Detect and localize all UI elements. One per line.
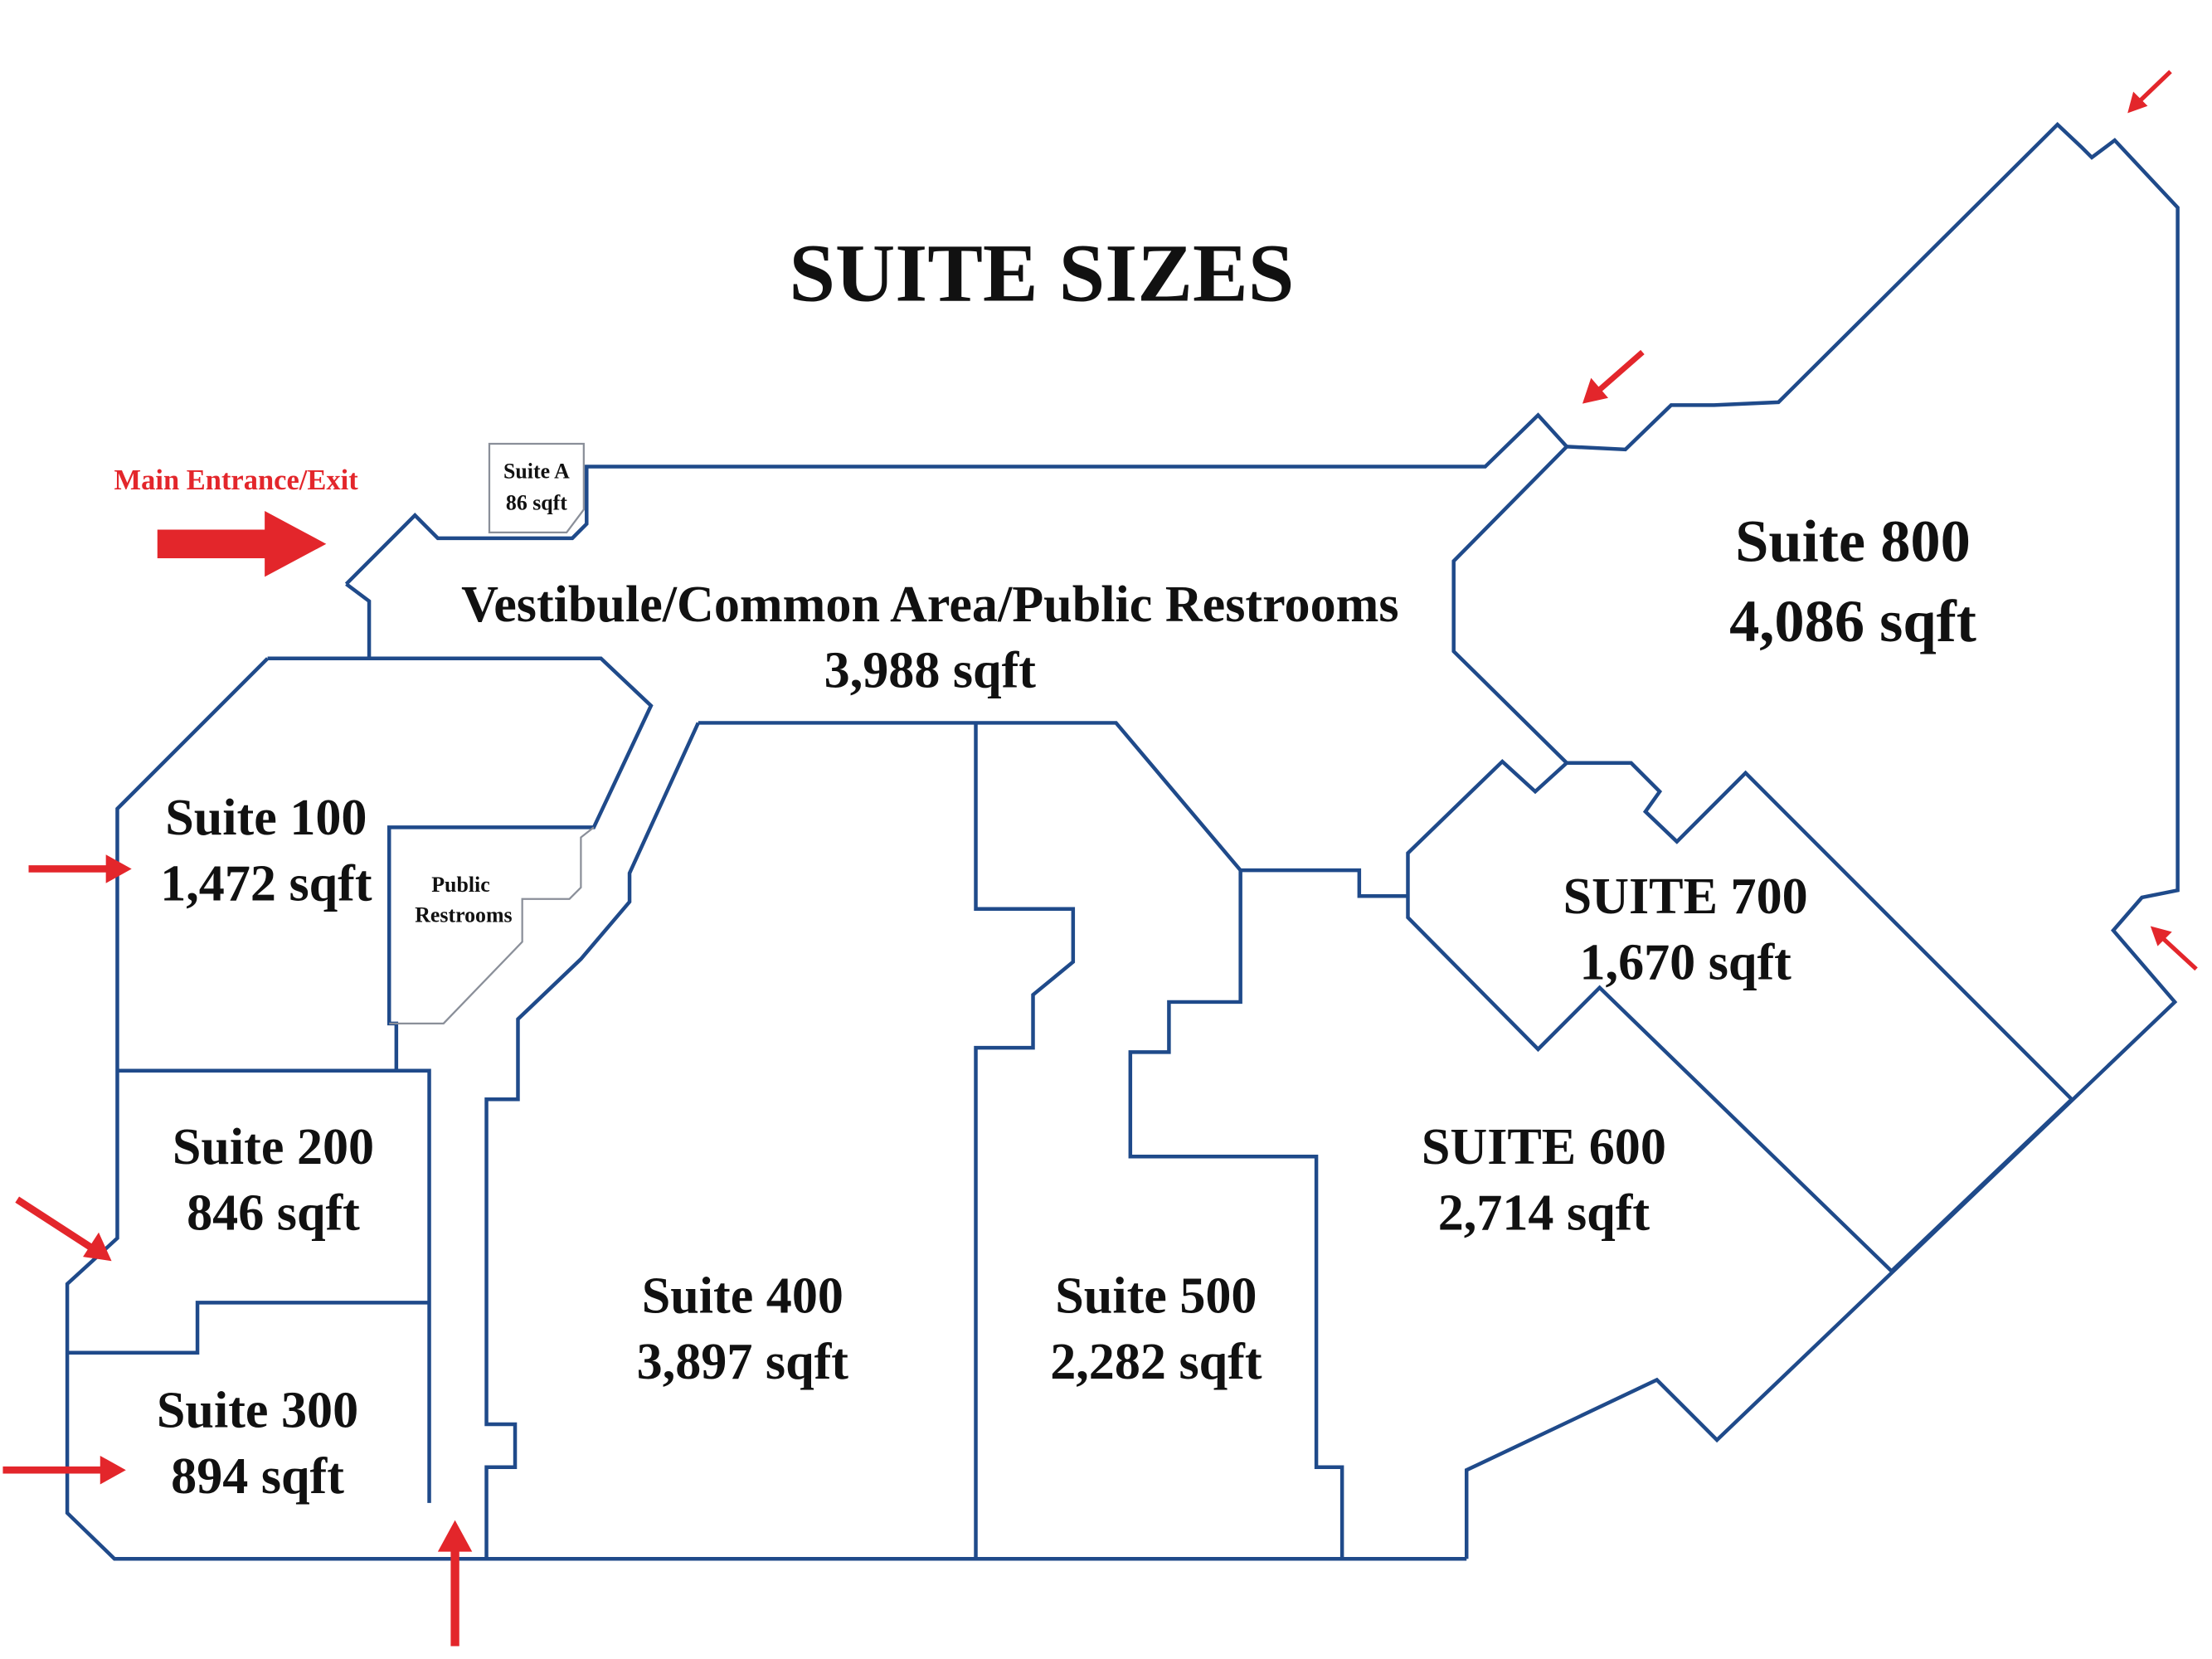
suite-a-outline — [488, 442, 585, 534]
walls — [65, 122, 2180, 1561]
entrance-arrows — [2, 70, 2198, 1647]
restrooms-label-line1: Public — [431, 873, 489, 897]
common-area-outline — [344, 412, 1570, 765]
common-area-name: Vestibule/Common Area/Public Restrooms — [461, 577, 1398, 633]
suite-800-outline — [1464, 122, 2180, 1559]
suite-600-name: SUITE 600 — [1422, 1119, 1666, 1175]
main-entrance-arrow-icon — [157, 511, 327, 577]
suite-300-size: 894 sqft — [171, 1448, 344, 1505]
arrow-icon — [437, 1520, 473, 1647]
suite-400-500-divider — [974, 722, 1076, 1559]
arrow-icon — [2127, 70, 2172, 114]
suite-700-size: 1,670 sqft — [1580, 934, 1792, 990]
suite-400-name: Suite 400 — [642, 1267, 843, 1324]
suite-700-outline — [1406, 758, 2075, 1274]
main-entrance-label: Main Entrance/Exit — [114, 465, 359, 496]
suite-a-name: Suite A — [503, 459, 570, 483]
arrow-icon — [1582, 349, 1645, 404]
suite-800-name: Suite 800 — [1735, 507, 1971, 574]
suite-100-size: 1,472 sqft — [160, 855, 372, 912]
vestibule-wall — [345, 582, 372, 659]
restroom-outline — [389, 826, 595, 1024]
suite-800-size: 4,086 sqft — [1729, 587, 1976, 654]
labels: Suite A 86 sqft Main Entrance/Exit Vesti… — [114, 459, 1976, 1504]
suite-100-200-divider — [117, 1068, 431, 1503]
restrooms-label-line2: Restrooms — [415, 902, 512, 927]
suite-500-size: 2,282 sqft — [1050, 1334, 1262, 1390]
arrow-icon — [2150, 926, 2198, 971]
page-title: SUITE SIZES — [789, 226, 1294, 319]
arrow-icon — [15, 1196, 112, 1262]
suite-300-name: Suite 300 — [157, 1382, 358, 1438]
suite-200-name: Suite 200 — [173, 1119, 374, 1175]
corridor-wall — [484, 722, 700, 1559]
suite-500-600-divider — [1128, 870, 1344, 1559]
suite-600-size: 2,714 sqft — [1438, 1185, 1650, 1241]
suite-500-name: Suite 500 — [1055, 1267, 1257, 1324]
suite-a-size: 86 sqft — [506, 490, 567, 514]
suite-200-size: 846 sqft — [187, 1185, 360, 1241]
arrow-icon — [28, 854, 132, 883]
arrow-icon — [2, 1455, 126, 1485]
suite-700-name: SUITE 700 — [1563, 868, 1808, 925]
suite-100-name: Suite 100 — [165, 790, 367, 846]
suite-400-size: 3,897 sqft — [637, 1334, 849, 1390]
common-area-size: 3,988 sqft — [824, 642, 1037, 698]
suite-200-300-divider — [67, 1301, 430, 1355]
suite-400-top — [698, 721, 1408, 898]
